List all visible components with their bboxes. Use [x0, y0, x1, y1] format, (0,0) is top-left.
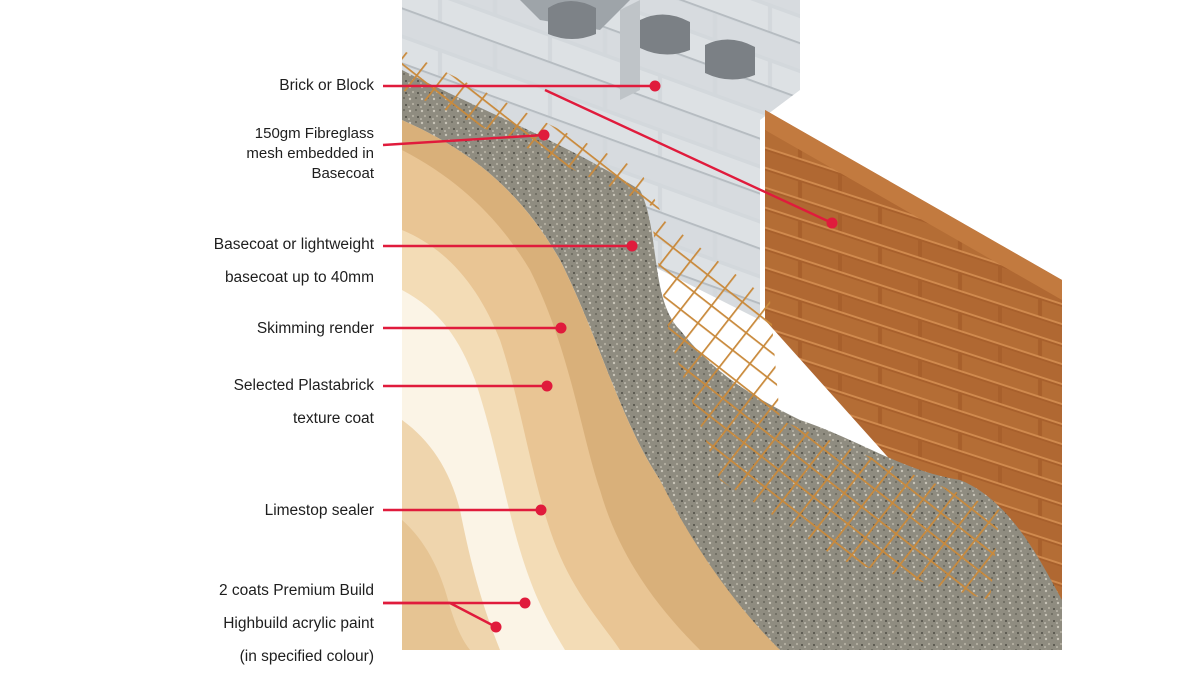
label-line: Skimming render [256, 320, 374, 337]
label-line: Limestop sealer [264, 502, 374, 519]
dot-texture [541, 380, 553, 392]
label-line: texture coat [293, 410, 374, 427]
leader-fibreglass-mesh [382, 133, 545, 147]
label-line: mesh embedded in [246, 145, 374, 162]
dot-sealer [535, 504, 547, 516]
label-basecoat: Basecoat or lightweight basecoat up to 4… [214, 228, 374, 294]
dot-skimming [555, 322, 567, 334]
premium-paint-layer [402, 420, 500, 650]
label-line: Highbuild acrylic paint [223, 615, 374, 632]
brick-wall-layer [765, 110, 1062, 600]
label-line: Selected Plastabrick [233, 377, 374, 394]
dot-block [649, 80, 661, 92]
label-line: 150gm Fibreglass [254, 125, 374, 142]
label-line: basecoat up to 40mm [224, 269, 374, 286]
label-brick-or-block: Brick or Block [279, 75, 374, 96]
label-line: Basecoat or lightweight [213, 236, 374, 253]
label-texture-coat: Selected Plastabrick texture coat [234, 369, 374, 435]
dot-basecoat [626, 240, 638, 252]
label-premium-paint: 2 coats Premium Build Highbuild acrylic … [219, 574, 374, 673]
leader-lines [382, 84, 833, 629]
label-line: Brick or Block [279, 77, 374, 94]
leader-premium-paint-2 [383, 601, 497, 629]
dot-paint-1 [519, 597, 531, 609]
leader-brick-to-brick [544, 88, 833, 225]
label-skimming-render: Skimming render [257, 318, 374, 339]
fibreglass-mesh-layer [402, 50, 1000, 600]
dot-paint-2 [490, 621, 502, 633]
label-line: Basecoat [311, 165, 374, 182]
label-fibreglass-mesh: 150gm Fibreglass mesh embedded in Baseco… [246, 124, 374, 184]
label-limestop-sealer: Limestop sealer [265, 500, 374, 521]
dot-mesh [538, 129, 550, 141]
label-line: (in specified colour) [239, 648, 374, 665]
leader-dots [490, 80, 838, 633]
label-line: 2 coats Premium Build [218, 582, 374, 599]
dot-brick [826, 217, 838, 229]
